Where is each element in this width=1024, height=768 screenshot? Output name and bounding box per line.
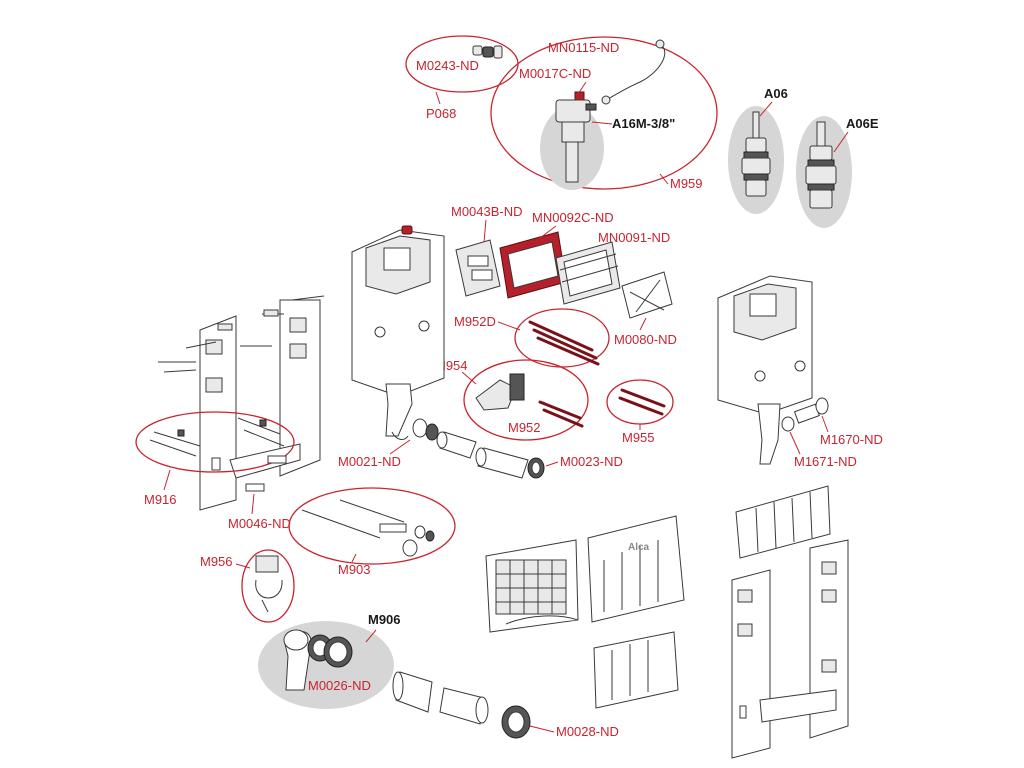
label-m0043b: M0043B-ND xyxy=(451,204,523,219)
label-p068: P068 xyxy=(426,106,456,121)
part-a16m-fill-valve xyxy=(555,91,597,183)
part-cistern-main xyxy=(351,225,445,440)
group-m0046: M0046-ND xyxy=(228,455,291,531)
group-m903: M903 xyxy=(288,487,456,577)
part-pipe-segment-4 xyxy=(439,687,489,725)
part-right-frame xyxy=(731,539,849,759)
group-m906: M906 M0026-ND xyxy=(258,612,401,709)
group-a06: A06 xyxy=(728,86,788,214)
part-m0043b-plate xyxy=(455,239,501,297)
group-flush-pipe: M0021-ND M0023-ND xyxy=(338,418,623,479)
label-m0046: M0046-ND xyxy=(228,516,291,531)
part-mn0091-frame xyxy=(555,241,621,305)
part-mn0092c-frame xyxy=(499,231,567,299)
label-mn0091: MN0091-ND xyxy=(598,230,670,245)
label-m0080: M0080-ND xyxy=(614,332,677,347)
group-m916: M916 xyxy=(135,411,295,507)
group-m955: M955 xyxy=(606,379,674,445)
part-m1670-m1671-connectors xyxy=(781,397,829,432)
part-m916-brackets xyxy=(149,417,285,457)
label-m959: M959 xyxy=(670,176,703,191)
label-m916: M916 xyxy=(144,492,177,507)
part-right-insulation-top xyxy=(735,485,831,559)
label-m952: M952 xyxy=(508,420,541,435)
part-insulation-box-left xyxy=(485,539,579,633)
label-m955: M955 xyxy=(622,430,655,445)
part-insulation-box-right: Alca xyxy=(587,515,685,623)
m906-backdrop xyxy=(258,621,394,709)
label-m903: M903 xyxy=(338,562,371,577)
part-m952d-rod xyxy=(528,320,594,352)
part-m0028-seal xyxy=(501,705,531,739)
label-m0026: M0026-ND xyxy=(308,678,371,693)
label-m906: M906 xyxy=(368,612,401,627)
callout-ring-m903 xyxy=(288,487,456,565)
label-mn0115: MN0115-ND xyxy=(548,40,619,55)
part-m0023-ring xyxy=(527,457,545,479)
callout-ring-m954 xyxy=(463,359,589,441)
part-pipe-segment-3 xyxy=(392,671,433,713)
part-a06e-valve xyxy=(805,121,837,209)
part-mn0115-hose xyxy=(605,43,666,101)
brand-logo-alca: Alca xyxy=(628,542,650,553)
part-m0021-ring xyxy=(412,418,439,441)
group-m952d: M952D xyxy=(454,308,610,368)
part-pipe-segment-1 xyxy=(436,431,477,459)
label-m0028: M0028-ND xyxy=(556,724,619,739)
part-m906-bend xyxy=(283,629,312,691)
label-m0017c: M0017C-ND xyxy=(519,66,591,81)
label-m0243: M0243-ND xyxy=(416,58,479,73)
part-pipe-segment-2 xyxy=(475,447,529,479)
label-m1671: M1671-ND xyxy=(794,454,857,469)
label-m956: M956 xyxy=(200,554,233,569)
label-mn0092c: MN0092C-ND xyxy=(532,210,614,225)
part-m954-mechanism xyxy=(475,373,525,411)
part-left-frame xyxy=(158,295,325,511)
callout-ring-m959 xyxy=(490,36,718,190)
part-m0026-seals xyxy=(307,634,353,668)
callout-ring-m916 xyxy=(135,411,295,473)
part-cistern-right: M1670-ND M1671-ND xyxy=(717,275,883,469)
label-m0023: M0023-ND xyxy=(560,454,623,469)
group-m959: MN0115-ND M0017C-ND A16M-3/8" M959 xyxy=(490,36,718,191)
part-insulation-cover xyxy=(593,631,679,709)
group-bottom-pipes: M0028-ND xyxy=(392,671,619,739)
group-m956: M956 xyxy=(200,549,295,623)
part-m903-threaded-rods xyxy=(301,499,435,557)
label-a06: A06 xyxy=(764,86,788,101)
group-m0243: M0243-ND P068 xyxy=(405,35,519,121)
part-m0080-frame xyxy=(621,271,673,319)
group-a06e: A06E xyxy=(796,116,879,228)
label-m952d: M952D xyxy=(454,314,496,329)
group-m954: M954 M952 xyxy=(435,358,589,441)
label-m0021: M0021-ND xyxy=(338,454,401,469)
part-m952-rod xyxy=(538,400,582,420)
callout-ring-m955 xyxy=(606,379,674,425)
label-a06e: A06E xyxy=(846,116,879,131)
callout-ring-m956 xyxy=(241,549,295,623)
part-m956-clamp xyxy=(255,555,283,613)
part-a06-valve xyxy=(741,111,771,197)
part-m0243-fittings xyxy=(472,45,503,59)
part-m0046-bolts xyxy=(245,455,287,492)
label-m1670: M1670-ND xyxy=(820,432,883,447)
label-a16m: A16M-3/8" xyxy=(612,116,675,131)
group-flush-plates: M0043B-ND MN0092C-ND MN0091-ND M0080-ND xyxy=(451,204,677,347)
part-m955-rod xyxy=(620,388,666,408)
